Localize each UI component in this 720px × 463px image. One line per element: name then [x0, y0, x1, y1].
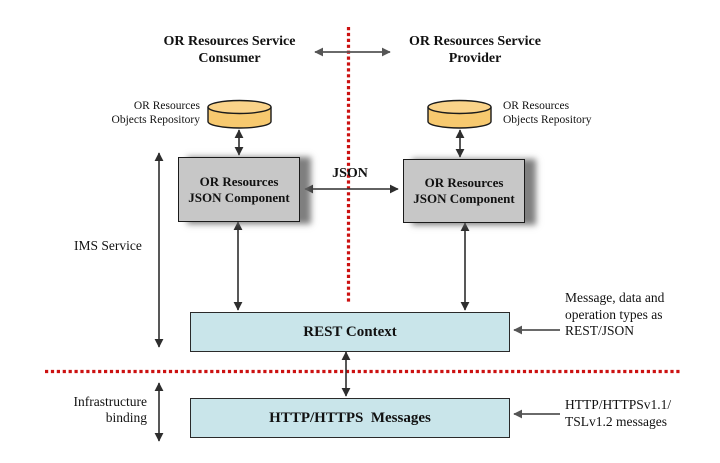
- http-annotation-label: HTTP/HTTPSv1.1/ TSLv1.2 messages: [565, 397, 672, 429]
- rest-context-box: REST Context: [190, 312, 510, 352]
- consumer-title: OR Resources Service Consumer: [163, 34, 296, 66]
- left-json-component-box: OR Resources JSON Component: [178, 157, 300, 222]
- json-link-label: JSON: [332, 166, 368, 181]
- provider-title: OR Resources Service Provider: [409, 34, 541, 66]
- ims-service-label: IMS Service: [74, 238, 142, 253]
- right-json-component-box: OR Resources JSON Component: [403, 159, 525, 223]
- right-repository-cylinder-icon: [427, 99, 492, 129]
- left-repository-cylinder-icon: [207, 99, 272, 129]
- infrastructure-binding-label: Infrastructure binding: [73, 394, 147, 425]
- left-repository-label: OR Resources Objects Repository: [111, 100, 200, 126]
- http-messages-box: HTTP/HTTPS Messages: [190, 398, 510, 438]
- rest-annotation-label: Message, data and operation types as RES…: [565, 290, 665, 338]
- right-repository-label: OR Resources Objects Repository: [503, 100, 592, 126]
